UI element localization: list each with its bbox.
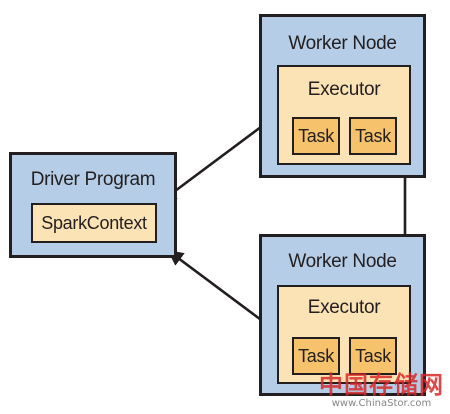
driver-program-title: Driver Program: [30, 169, 156, 190]
executor-2: Executor Task Task: [277, 285, 411, 384]
executor-2-task-1: Task: [292, 337, 340, 375]
worker-node-1-title: Worker Node: [288, 33, 397, 54]
spark-context-label: SparkContext: [41, 212, 147, 233]
spark-context-box: SparkContext: [31, 203, 157, 243]
executor-1-task-2: Task: [349, 117, 397, 155]
task-label: Task: [355, 125, 391, 146]
driver-program-node: Driver Program SparkContext: [9, 152, 177, 258]
worker-node-1: Worker Node Executor Task Task: [259, 14, 426, 178]
executor-2-task-2: Task: [349, 337, 397, 375]
worker-node-2-title: Worker Node: [288, 251, 397, 272]
executor-1-title: Executor: [307, 79, 381, 100]
worker-node-2: Worker Node Executor Task Task: [259, 234, 426, 396]
executor-2-title: Executor: [307, 297, 381, 318]
task-label: Task: [355, 345, 391, 366]
executor-1-task-1: Task: [292, 117, 340, 155]
task-label: Task: [298, 125, 334, 146]
arrow-driver-worker-2: [167, 250, 279, 333]
arrow-driver-worker-1: [160, 113, 280, 202]
task-label: Task: [298, 345, 334, 366]
executor-1: Executor Task Task: [277, 65, 411, 165]
